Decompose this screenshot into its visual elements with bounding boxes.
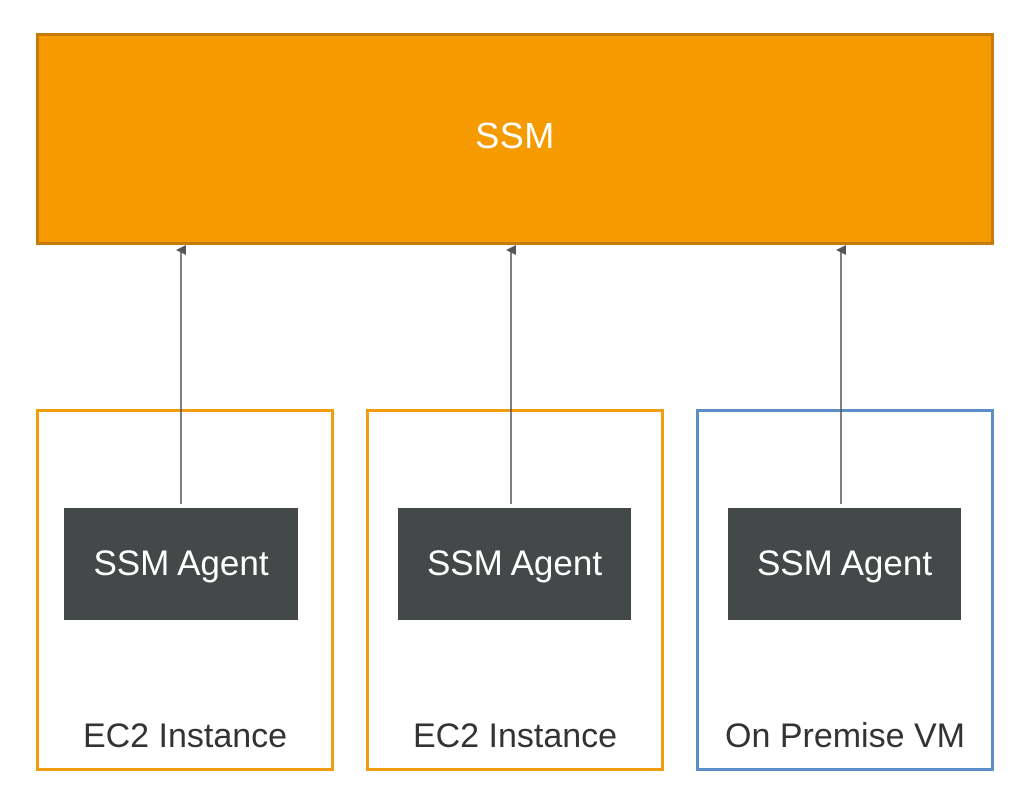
host-label-ec2-2: EC2 Instance <box>412 717 618 755</box>
ssm-agent-box-2: SSM Agent <box>398 508 631 620</box>
ssm-agent-box-1: SSM Agent <box>64 508 298 620</box>
ssm-agent-label-1: SSM Agent <box>93 544 269 583</box>
ssm-agent-label-2: SSM Agent <box>426 544 603 583</box>
ssm-service-box: SSM <box>36 33 994 245</box>
ssm-title: SSM <box>475 115 555 156</box>
host-label-ec2-1: EC2 Instance <box>82 717 288 755</box>
host-label-vm: On Premise VM <box>725 717 965 755</box>
ssm-agent-box-3: SSM Agent <box>728 508 961 620</box>
ssm-agent-label-3: SSM Agent <box>756 544 933 583</box>
